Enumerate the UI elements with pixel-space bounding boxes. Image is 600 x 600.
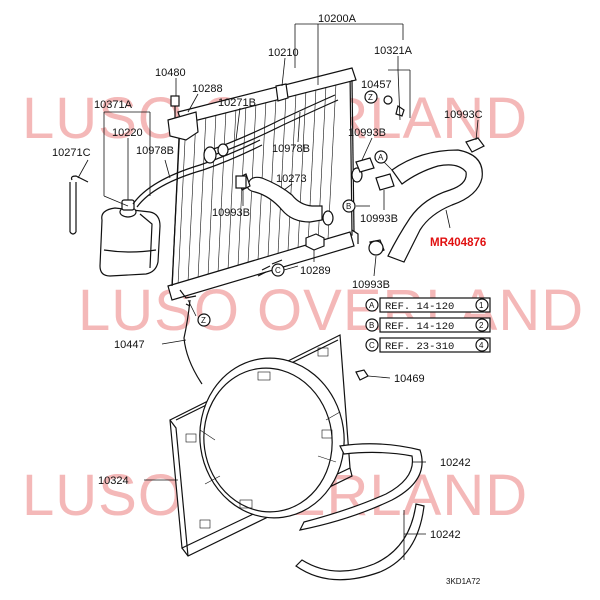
ref-b-box	[379, 317, 491, 333]
shroud-half-10242-lower	[295, 503, 425, 581]
marker-b-diagram	[342, 199, 356, 213]
reserve-tank	[99, 199, 161, 277]
label-10457: 10457	[361, 79, 392, 91]
radiator-bottom-tank	[167, 231, 355, 301]
label-10273: 10273	[276, 173, 307, 185]
label-10371a: 10371A	[94, 99, 133, 111]
label-10242-lower: 10242	[430, 529, 461, 541]
label-10978b-left: 10978B	[136, 145, 174, 157]
ref-b-num-circle	[475, 318, 489, 332]
label-10220: 10220	[112, 127, 143, 139]
label-10993c: 10993C	[444, 109, 483, 121]
bracket-10288	[167, 111, 199, 141]
ref-b-marker-text: B	[369, 321, 374, 330]
label-10210: 10210	[268, 47, 299, 59]
ref-a-text: REF. 14-120	[385, 301, 454, 313]
ref-c-num-circle	[475, 338, 489, 352]
drain-plug-10289	[305, 233, 325, 251]
label-10993b-right: 10993B	[360, 213, 398, 225]
clamp-10993c	[465, 137, 485, 153]
tank-to-radiator-hose	[132, 139, 261, 205]
marker-z-bottom-text: Z	[201, 316, 206, 325]
label-10447: 10447	[114, 339, 145, 351]
label-10200a: 10200A	[318, 13, 357, 25]
ref-c-box	[379, 337, 491, 353]
reference-table: A REF. 14-120 1 B REF. 14-120 2 C REF. 2…	[365, 297, 491, 353]
diagram-code: 3KD1A72	[446, 577, 481, 586]
label-10480: 10480	[155, 67, 186, 79]
label-10271b: 10271B	[218, 97, 256, 109]
label-10993b-lower: 10993B	[352, 279, 390, 291]
marker-c-diagram	[271, 263, 285, 277]
bracket-small	[235, 175, 247, 189]
part-10457	[383, 95, 393, 105]
label-mr404876: MR404876	[430, 237, 486, 249]
hose-10273	[247, 176, 323, 223]
label-10321a: 10321A	[374, 45, 413, 57]
label-10978b-mid: 10978B	[272, 143, 310, 155]
label-10271c: 10271C	[52, 147, 91, 159]
ref-c-marker-text: C	[369, 341, 375, 350]
label-10288: 10288	[192, 83, 223, 95]
ref-b-num: 2	[479, 321, 484, 330]
reserve-tank-body	[99, 207, 161, 277]
ref-b-text: REF. 14-120	[385, 321, 454, 333]
ref-b-marker	[365, 318, 379, 332]
marker-c-text: C	[275, 266, 281, 275]
leader-lines	[77, 23, 479, 560]
ref-a-num: 1	[479, 301, 484, 310]
label-10289: 10289	[300, 265, 331, 277]
label-10469: 10469	[394, 373, 425, 385]
label-10993b-upper: 10993B	[348, 127, 386, 139]
label-10242-upper: 10242	[440, 457, 471, 469]
ref-a-marker	[365, 298, 379, 312]
fan-shroud-10324	[169, 334, 353, 557]
bolt-10469	[355, 369, 369, 381]
watermark-middle: LUSO OVERLAND	[78, 278, 584, 343]
marker-a-text: A	[378, 153, 384, 162]
hose-mr404876	[387, 149, 483, 263]
diagram-markers: A B C Z Z	[197, 90, 388, 327]
ref-a-num-circle	[475, 298, 489, 312]
ref-a-box	[379, 297, 491, 313]
clamp-10993b-upper	[355, 157, 375, 173]
label-10324: 10324	[98, 475, 129, 487]
clamp-10993b-mid	[375, 173, 395, 191]
marker-a-diagram	[374, 150, 388, 164]
bolt-10480	[170, 95, 180, 107]
marker-z-top	[364, 90, 378, 104]
shroud-half-10242-upper	[298, 443, 423, 531]
marker-b-text: B	[346, 202, 351, 211]
label-10993b-left: 10993B	[212, 207, 250, 219]
ref-a-marker-text: A	[369, 301, 375, 310]
marker-z-bottom	[197, 313, 211, 327]
overflow-hose-10271c	[70, 175, 89, 183]
ref-c-text: REF. 23-310	[385, 341, 454, 353]
lower-outlet	[322, 210, 334, 226]
part-labels: 10200A 10210 10321A 10480 10288 10457 10…	[52, 13, 486, 541]
ref-c-marker	[365, 338, 379, 352]
ref-c-num: 4	[479, 341, 484, 350]
drain-tube-10447	[183, 299, 203, 385]
radiator-cap	[275, 83, 289, 102]
marker-z-top-text: Z	[368, 93, 373, 102]
